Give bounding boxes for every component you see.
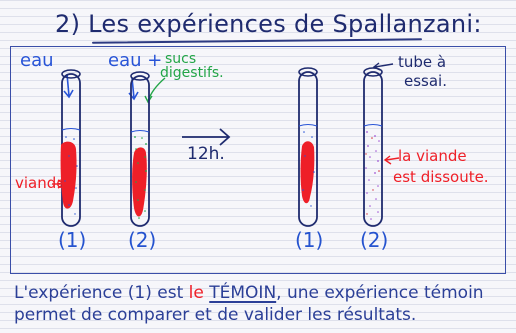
tube-number-left-2: (2) — [128, 228, 157, 252]
conclusion-line-2: permet de comparer et de valider les rés… — [14, 305, 417, 325]
dissolved-arrow — [385, 157, 400, 161]
dissolved-label-line2: est dissoute. — [393, 168, 489, 186]
tube-number-right-1: (1) — [295, 228, 324, 252]
sucs-label: sucs — [165, 51, 197, 67]
tube-right-1 — [298, 67, 318, 227]
water-juices-label: eau + — [108, 50, 163, 71]
conclusion-text-part1: L'expérience (1) est — [14, 283, 184, 303]
dissolved-arrow-head — [383, 155, 392, 165]
water-label: eau — [20, 50, 54, 71]
green-arrow-head — [144, 95, 153, 104]
tube-left-2 — [130, 71, 150, 227]
time-arrow-head — [219, 128, 231, 146]
conclusion-line-1: L'expérience (1) est le TÉMOIN, une expé… — [14, 285, 484, 302]
tube-number-left-1: (1) — [58, 228, 87, 252]
tube-label-line1: tube à — [398, 53, 447, 71]
digestifs-label: digestifs. — [160, 65, 224, 81]
eau-arrow-head — [63, 89, 74, 99]
page-title: 2) Les expériences de Spallanzani: — [55, 10, 482, 38]
tube-label-line2: essai. — [404, 72, 447, 90]
tube-number-right-2: (2) — [360, 228, 389, 252]
tube-right-2 — [363, 67, 383, 227]
tube-left-1 — [60, 69, 81, 227]
dissolved-label-line1: la viande — [398, 147, 467, 165]
experiment-frame — [10, 46, 506, 274]
conclusion-text-part4: , une expérience témoin — [276, 283, 484, 303]
duration-label: 12h. — [187, 144, 225, 164]
conclusion-text-part3: TÉMOIN — [209, 283, 277, 303]
conclusion-text-part2: le — [188, 283, 204, 303]
meat-label: viande — [15, 174, 66, 192]
tube-arrow — [374, 63, 394, 68]
